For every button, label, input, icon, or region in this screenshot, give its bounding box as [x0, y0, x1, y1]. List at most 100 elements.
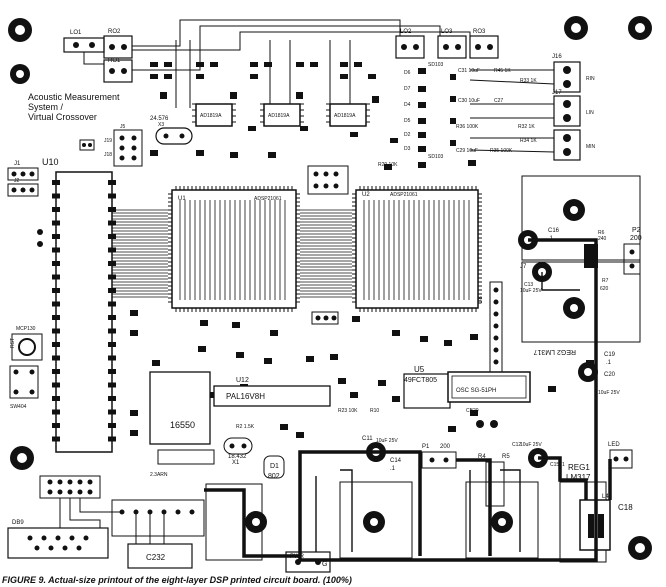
label-d6: D6: [404, 70, 411, 76]
label-p2: P2: [632, 227, 641, 234]
eprom-pin: [52, 274, 60, 280]
label-c19v: .1: [606, 360, 612, 366]
label-lo1: LO1: [70, 30, 82, 36]
eprom-pin: [52, 315, 60, 320]
clock-headers: [79, 127, 193, 167]
serial-headers: [7, 167, 43, 247]
label-lo2: LO2: [400, 29, 412, 35]
label-pwr: PWR: [290, 554, 305, 560]
eprom-pin: [108, 274, 116, 280]
label-c20: C20: [604, 372, 616, 378]
eprom-pin: [108, 180, 116, 185]
label-r32: R32 1K: [518, 124, 535, 130]
label-min: MIN: [586, 144, 596, 150]
eprom-pin: [108, 234, 116, 239]
label-d7: D7: [404, 86, 411, 92]
eprom-pin: [108, 220, 116, 226]
label-c16: C16: [548, 228, 560, 234]
board-title-line-1: Acoustic Measurement: [28, 92, 120, 102]
label-osc: OSC SG-51PH: [456, 388, 496, 394]
label-c13: C13: [524, 282, 533, 288]
label-r6: R6: [598, 230, 605, 236]
board-title-line-2: System /: [28, 102, 64, 112]
eprom-pin: [52, 301, 60, 307]
eprom-pin: [108, 409, 116, 415]
label-cb20: CB20: [466, 408, 479, 414]
eprom-pin: [52, 261, 60, 266]
label-c13v: 10uF 25V: [520, 288, 542, 294]
label-c29: C29 10uF: [456, 148, 478, 154]
label-j16: J16: [552, 54, 562, 60]
eprom-pin: [52, 328, 60, 334]
eprom-chip: [52, 171, 116, 453]
board-title-line-3: Virtual Crossover: [28, 112, 97, 122]
label-x1f: 18.432: [228, 454, 247, 460]
label-lin: LIN: [586, 110, 594, 116]
label-sd103b: SD103: [428, 154, 444, 160]
eprom-pin: [52, 409, 60, 415]
label-j17: J17: [552, 90, 562, 96]
eprom-pin: [52, 207, 60, 212]
dsp-processors: [112, 186, 482, 312]
label-c14: C14: [390, 458, 402, 464]
label-j18: J18: [104, 152, 112, 158]
eprom-pin: [108, 369, 116, 374]
eprom-pin: [108, 355, 116, 361]
label-r33: R33 1K: [520, 78, 537, 84]
label-j19: J19: [104, 138, 112, 144]
label-p1v: 200: [440, 444, 451, 450]
eprom-pin: [108, 342, 116, 347]
label-c11: C11: [362, 436, 373, 442]
label-r2: R2 1.5K: [236, 424, 255, 430]
codec-smd-parts: [150, 62, 456, 152]
label-r34: R34 1K: [520, 138, 537, 144]
eprom-pin: [52, 369, 60, 374]
label-x3: X3: [158, 122, 164, 128]
label-r7: R7: [602, 278, 609, 284]
eprom-pin: [52, 234, 60, 239]
label-r5: R5: [502, 454, 510, 460]
eprom-pin: [108, 436, 116, 442]
expansion-header: [489, 281, 503, 373]
eprom-pin: [108, 193, 116, 199]
label-g: G: [322, 561, 327, 568]
eprom-pin: [52, 342, 60, 347]
eprom-pin: [108, 247, 116, 253]
label-adsp1: ADSP21061: [254, 196, 282, 202]
label-d5: D5: [404, 118, 411, 124]
eprom-pin: [52, 396, 60, 401]
label-d1p: 802: [268, 473, 280, 480]
label-r45: R45 1K: [494, 68, 511, 74]
label-j5: J5: [120, 124, 126, 130]
label-j1: J1: [14, 161, 21, 167]
label-u13: 2.3ARN: [150, 472, 168, 478]
label-mcp: MCP130: [16, 326, 36, 332]
label-rin: RIN: [586, 76, 595, 82]
label-ro1: RO1: [108, 58, 121, 64]
label-u16550: 16550: [170, 420, 195, 430]
label-u5: U5: [414, 365, 425, 374]
label-u8: U8: [478, 296, 484, 304]
jtag-block: [307, 165, 349, 325]
label-c19: C19: [604, 352, 616, 358]
eprom-pin: [108, 423, 116, 428]
label-u1: U1: [178, 196, 186, 202]
eprom-pin: [52, 180, 60, 185]
label-c18: C18: [618, 503, 633, 512]
label-d4: D4: [404, 102, 411, 108]
label-r10: R10: [370, 408, 379, 414]
label-u12: U12: [236, 377, 249, 384]
eprom-pin: [52, 220, 60, 226]
label-c27: C27: [494, 98, 503, 104]
label-sd103a: SD103: [428, 62, 444, 68]
eprom-pin: [108, 301, 116, 307]
label-p2v: 200: [630, 235, 642, 242]
label-u11: AD1819A: [334, 113, 356, 119]
label-u9: AD1819A: [200, 113, 222, 119]
top-connector-pads: [73, 42, 571, 156]
label-c16v: .1: [548, 236, 554, 242]
label-adsp2: ADSP21061: [390, 192, 418, 198]
label-c15: C15 .1: [550, 462, 565, 468]
eprom-pin: [108, 207, 116, 212]
